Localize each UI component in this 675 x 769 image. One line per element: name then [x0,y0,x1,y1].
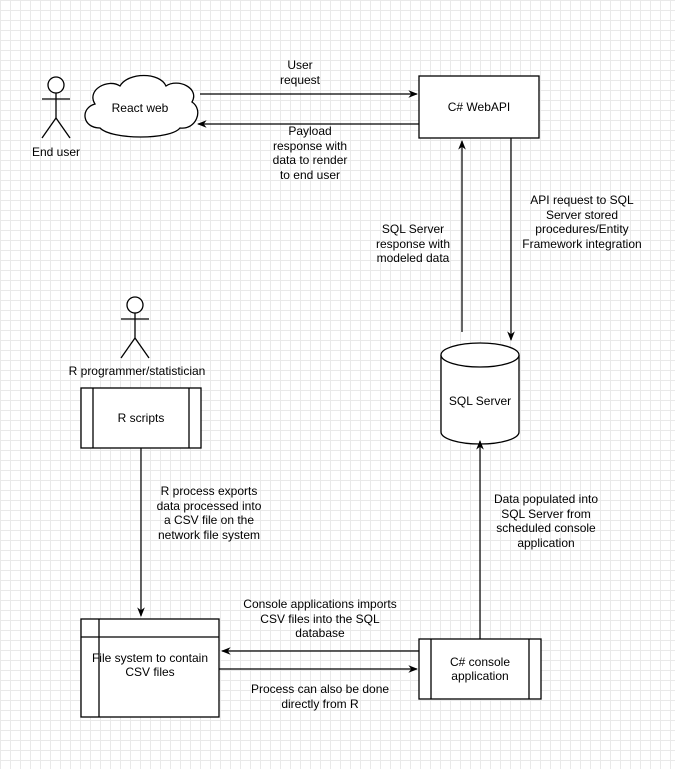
webapi-box [418,75,540,139]
process-direct-label: Process can also be done directly from R [250,682,390,711]
file-system-label: File system to contain CSV files [91,650,209,680]
r-scripts-label: R scripts [117,410,165,425]
console-app-box [418,638,542,700]
sql-response-label: SQL Server response with modeled data [375,222,451,265]
r-scripts-box [80,387,202,449]
file-system-box [80,618,220,718]
end-user-label: End user [31,145,81,159]
api-request-label: API request to SQL Server stored procedu… [522,193,642,251]
r-programmer-label: R programmer/statistician [68,364,206,378]
user-request-label: User request [279,58,321,87]
data-populated-label: Data populated into SQL Server from sche… [493,492,599,550]
sql-server-label: SQL Server [448,393,512,408]
react-web-label: React web [111,100,169,115]
react-web-cloud-shape [84,74,199,138]
r-programmer-actor-icon [120,296,150,359]
console-imports-label: Console applications imports CSV files i… [243,597,397,640]
payload-response-label: Payload response with data to render to … [272,124,348,182]
end-user-actor-icon [41,76,71,139]
webapi-label: C# WebAPI [447,99,511,114]
console-app-label: C# console application [449,654,511,684]
r-exports-label: R process exports data processed into a … [156,484,262,542]
